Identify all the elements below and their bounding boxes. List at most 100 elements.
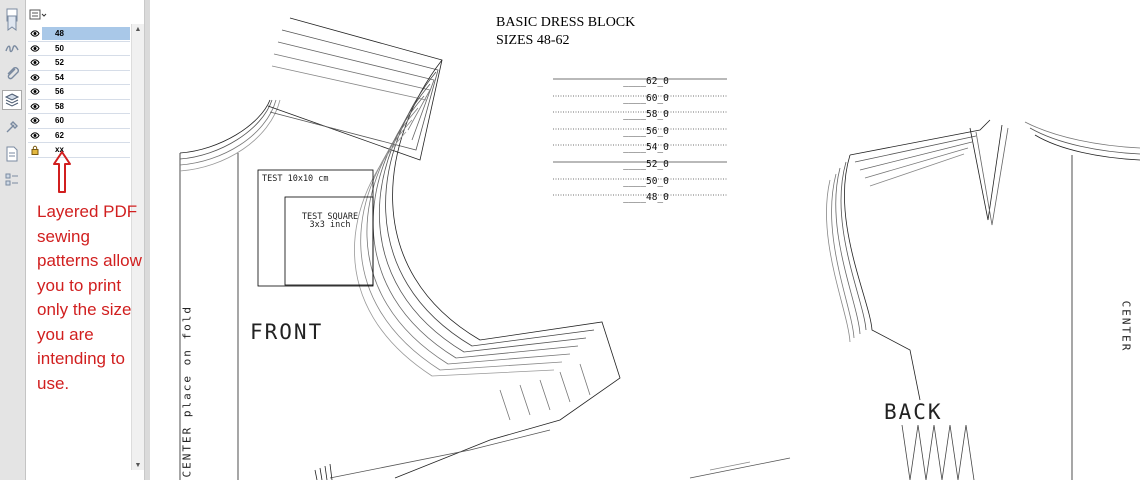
layer-name: 52	[55, 58, 64, 67]
eye-icon[interactable]	[30, 87, 40, 96]
layers-icon[interactable]	[2, 90, 22, 110]
eye-icon[interactable]	[30, 29, 40, 38]
front-neckline	[179, 99, 277, 166]
tools-icon[interactable]	[3, 118, 21, 136]
back-shoulder-dart	[969, 124, 1003, 221]
layer-name: 50	[55, 43, 64, 53]
back-shoulder-line	[869, 153, 965, 187]
size-legend-row: ____48_0	[623, 192, 669, 204]
size-legend-row: ____60_0	[623, 92, 669, 104]
front-armhole	[378, 83, 587, 353]
back-shoulder-line	[864, 147, 969, 179]
back-neckline	[1034, 134, 1140, 161]
back-shoulder-dart	[975, 127, 1009, 226]
content-icon[interactable]	[3, 171, 21, 189]
annotation-text: Layered PDF sewing patterns allow you to…	[37, 202, 142, 393]
front-armhole	[372, 95, 579, 359]
layer-row-62[interactable]: 62	[28, 129, 130, 143]
front-shoulder-line	[269, 29, 439, 151]
front-dart-marks	[314, 463, 333, 480]
layer-row-48[interactable]: 48	[28, 27, 130, 42]
layers-toolbar	[26, 6, 144, 24]
back-armhole	[844, 154, 921, 401]
center-back-label: CENTER	[1119, 300, 1133, 353]
front-shoulder-line	[277, 41, 435, 141]
front-armhole	[385, 71, 595, 347]
layers-list: 48 50 52 54 56 58 60 62	[28, 27, 130, 158]
layer-name: 54	[55, 72, 64, 82]
panel-scrollbar[interactable]: ▲ ▼	[131, 24, 144, 470]
up-arrow-icon	[52, 150, 72, 199]
back-label: BACK	[884, 400, 943, 424]
back-hem	[709, 461, 751, 471]
layer-row-xx[interactable]: xx	[28, 143, 130, 158]
front-hem	[329, 429, 551, 479]
attachments-icon[interactable]	[3, 64, 21, 82]
layer-name: 60	[55, 116, 64, 125]
front-shoulder-line	[271, 65, 427, 101]
scroll-down-icon[interactable]: ▼	[134, 461, 142, 469]
size-legend-row: ____56_0	[623, 125, 669, 137]
back-armhole	[826, 179, 851, 343]
scroll-up-icon[interactable]: ▲	[134, 25, 142, 33]
back-shoulder-line	[849, 119, 991, 156]
front-shoulder-line	[267, 17, 443, 161]
layer-row-58[interactable]: 58	[28, 100, 130, 114]
eye-icon[interactable]	[30, 102, 40, 111]
layer-row-54[interactable]: 54	[28, 71, 130, 85]
layers-panel: 48 50 52 54 56 58 60 62	[26, 0, 145, 480]
front-shoulder-line	[273, 53, 431, 131]
size-legend-row: ____52_0	[623, 158, 669, 170]
panel-splitter[interactable]	[145, 0, 150, 480]
back-neckline	[1024, 121, 1140, 149]
title-line-1: BASIC DRESS BLOCK	[496, 15, 636, 30]
eye-icon[interactable]	[30, 73, 40, 82]
eye-icon[interactable]	[30, 116, 40, 125]
front-neckline	[179, 99, 281, 172]
layer-name: xx	[55, 145, 64, 154]
test-square-3in	[284, 196, 374, 286]
layer-name: 62	[55, 130, 64, 140]
front-neckline	[179, 99, 273, 160]
signatures-icon[interactable]	[3, 38, 21, 56]
front-side-seam	[499, 363, 591, 421]
layer-row-60[interactable]: 60	[28, 114, 130, 129]
lock-icon	[30, 145, 40, 155]
layer-row-56[interactable]: 56	[28, 85, 130, 100]
bookmark-icon[interactable]	[3, 14, 21, 32]
navigation-rail	[0, 0, 26, 480]
size-legend-row: ____58_0	[623, 109, 669, 121]
layer-row-50[interactable]: 50	[28, 42, 130, 56]
front-neckline	[179, 99, 271, 154]
pattern-title: BASIC DRESS BLOCK SIZES 48-62	[496, 14, 635, 50]
size-legend: ____62_0 ____60_0 ____58_0 ____56_0 ____…	[555, 76, 727, 209]
front-armhole	[354, 131, 555, 377]
size-legend-row: ____50_0	[623, 175, 669, 187]
back-armhole	[835, 167, 861, 335]
layer-name: 58	[55, 101, 64, 111]
layer-row-52[interactable]: 52	[28, 56, 130, 71]
pattern-page: BASIC DRESS BLOCK SIZES 48-62 ____62_0 _…	[150, 0, 1140, 480]
back-armhole	[831, 173, 855, 339]
size-legend-row: ____54_0	[623, 142, 669, 154]
back-shoulder-line	[854, 135, 977, 163]
title-line-2: SIZES 48-62	[496, 33, 570, 48]
eye-icon[interactable]	[30, 131, 40, 140]
layer-name: 48	[42, 27, 130, 40]
back-armhole	[840, 161, 867, 331]
layer-name: 56	[55, 87, 64, 96]
center-fold-label: CENTER place on fold	[180, 305, 194, 478]
layer-options-icon[interactable]	[29, 8, 47, 22]
back-neckline	[1029, 127, 1140, 155]
pattern-drawing	[179, 17, 1140, 480]
back-shoulder-line	[859, 141, 973, 171]
test-square-label: TEST SQUARE 3x3 inch	[290, 213, 370, 230]
eye-icon[interactable]	[30, 58, 40, 67]
back-waist-dart	[901, 424, 975, 480]
test-square-line-2: 3x3 inch	[309, 220, 351, 230]
eye-icon[interactable]	[30, 44, 40, 53]
front-armhole	[366, 107, 571, 365]
front-armhole	[360, 119, 563, 371]
document-icon[interactable]	[3, 145, 21, 163]
size-legend-row: ____62_0	[623, 76, 669, 87]
